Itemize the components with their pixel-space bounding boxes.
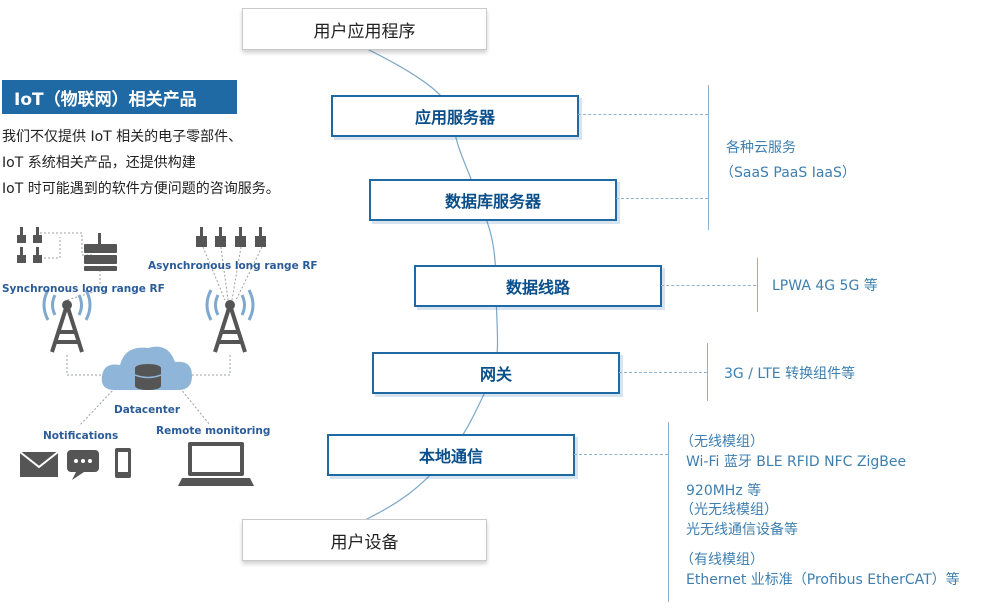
local-label-1: Wi-Fi 蓝牙 BLE RFID NFC ZigBee xyxy=(686,454,907,470)
notifications-label: Notifications xyxy=(43,430,119,442)
sync-rf-label: Synchronous long range RF xyxy=(2,283,165,295)
cloud-models-label: （SaaS PaaS IaaS） xyxy=(720,165,856,181)
iot-desc-line-2: IoT 时可能遇到的软件方便问题的咨询服务。 xyxy=(2,181,280,197)
local-label-2: 920MHz 等 xyxy=(686,483,762,499)
sensor-icon xyxy=(17,255,26,263)
gateway-label: 3G / LTE 转换组件等 xyxy=(724,366,856,382)
dash-local-communication xyxy=(574,454,668,455)
laptop-icon xyxy=(178,442,254,486)
async-rf-label: Asynchronous long range RF xyxy=(148,260,318,272)
local-label-4: 光无线通信设备等 xyxy=(686,522,798,538)
local-label-6: Ethernet 业标准（Profibus EtherCAT）等 xyxy=(686,572,960,588)
sensor-icon xyxy=(33,255,42,263)
user-application-box: 用户应用程序 xyxy=(242,8,487,50)
iot-desc-line-0: 我们不仅提供 IoT 相关的电子零部件、 xyxy=(2,129,243,145)
gateway-layer: 网关 xyxy=(372,352,620,394)
left-tower-icon xyxy=(42,289,92,353)
sensor-icon xyxy=(235,236,246,247)
bracket-local xyxy=(668,422,669,602)
sensor-icon xyxy=(255,236,266,247)
right-tower-icon xyxy=(205,289,255,353)
local-communication-layer: 本地通信 xyxy=(327,434,575,476)
bracket-line xyxy=(757,258,758,312)
local-label-0: （无线模组） xyxy=(680,434,764,450)
line-label: LPWA 4G 5G 等 xyxy=(772,278,878,294)
dash-gateway xyxy=(619,372,707,373)
dash-application-server xyxy=(578,114,708,115)
iot-desc-line-1: IoT 系统相关产品，还提供构建 xyxy=(2,155,196,171)
local-label-5: （有线模组） xyxy=(680,552,764,568)
cloud-services-label: 各种云服务 xyxy=(726,140,796,156)
local-label-3: （光无线模组） xyxy=(680,502,778,518)
sensor-icon xyxy=(17,235,26,243)
bracket-cloud xyxy=(708,85,709,230)
sensor-icon xyxy=(215,236,226,247)
cloud-datacenter-icon xyxy=(101,346,192,390)
dash-data-line xyxy=(661,285,756,286)
iot-products-title: IoT（物联网）相关产品 xyxy=(2,80,237,114)
sensor-icon xyxy=(33,235,42,243)
iot-description: 我们不仅提供 IoT 相关的电子零部件、 IoT 系统相关产品，还提供构建 Io… xyxy=(2,124,280,202)
router-icon xyxy=(84,233,117,271)
sensor-icon xyxy=(196,236,207,247)
iot-network-illustration xyxy=(17,227,266,486)
chat-icon xyxy=(67,450,99,480)
data-line-layer: 数据线路 xyxy=(414,265,662,307)
mail-icon xyxy=(19,451,59,477)
dash-database-server xyxy=(616,198,708,199)
database-server-layer: 数据库服务器 xyxy=(369,179,617,221)
datacenter-label: Datacenter xyxy=(114,404,181,416)
user-device-box: 用户设备 xyxy=(242,519,487,561)
bracket-gateway xyxy=(707,343,708,401)
application-server-layer: 应用服务器 xyxy=(331,95,579,137)
remote-monitoring-label: Remote monitoring xyxy=(156,425,271,437)
smartphone-icon xyxy=(115,448,131,478)
